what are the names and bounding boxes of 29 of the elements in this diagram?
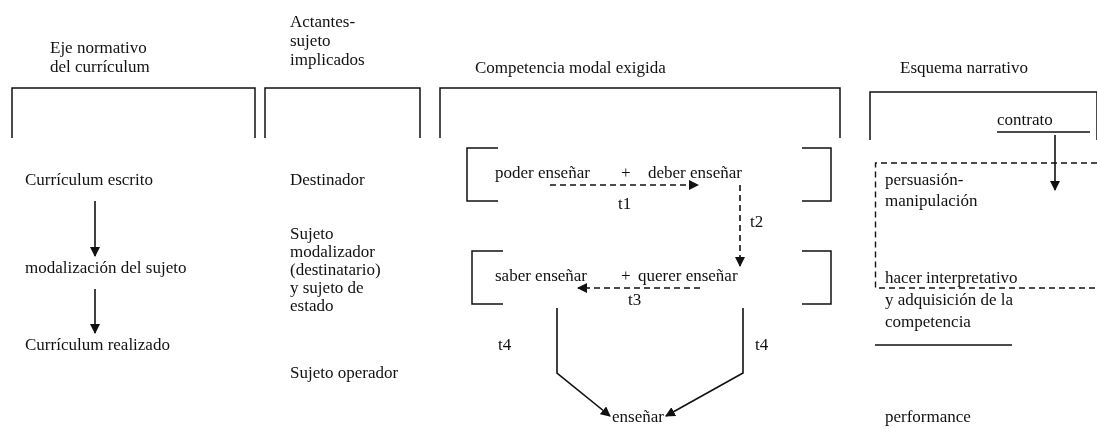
column-heading: Eje normativo del currículum (50, 38, 151, 76)
arrow (556, 307, 611, 417)
arrow (577, 283, 701, 293)
column-heading: Actantes- sujeto implicados (290, 12, 366, 69)
stage-text: Currículum escrito (25, 170, 153, 189)
arrow (1050, 134, 1060, 191)
modal-term: poder enseñar (495, 163, 590, 182)
column-heading: Esquema narrativo (900, 58, 1029, 77)
actant-text: Destinador (290, 170, 366, 189)
arrow (735, 184, 745, 267)
arrow (90, 200, 100, 257)
arrow (90, 288, 100, 334)
actant-text: Sujeto operador (290, 363, 400, 382)
result-term: enseñar (612, 407, 664, 426)
arrow (549, 180, 699, 190)
plus-sign: + (621, 266, 631, 285)
column-heading: Competencia modal exigida (475, 58, 667, 77)
modal-term: saber enseñar (495, 266, 588, 285)
stage-text: Currículum realizado (25, 335, 170, 354)
arrow (665, 307, 744, 417)
plus-sign: + (621, 163, 631, 182)
frame-text: persuasión- manipulación (885, 169, 979, 211)
frame-text: hacer interpretativo y adquisición de la competencia (885, 267, 1019, 333)
stage-text: modalización del sujeto (25, 258, 187, 277)
stage-text: contrato (997, 110, 1053, 129)
actant-text: Sujeto modalizador (destinatario) y sujeto de estado (290, 225, 382, 315)
stage-text: performance (885, 407, 972, 426)
modal-term: querer enseñar (638, 266, 738, 285)
modal-term: deber enseñar (648, 163, 742, 182)
